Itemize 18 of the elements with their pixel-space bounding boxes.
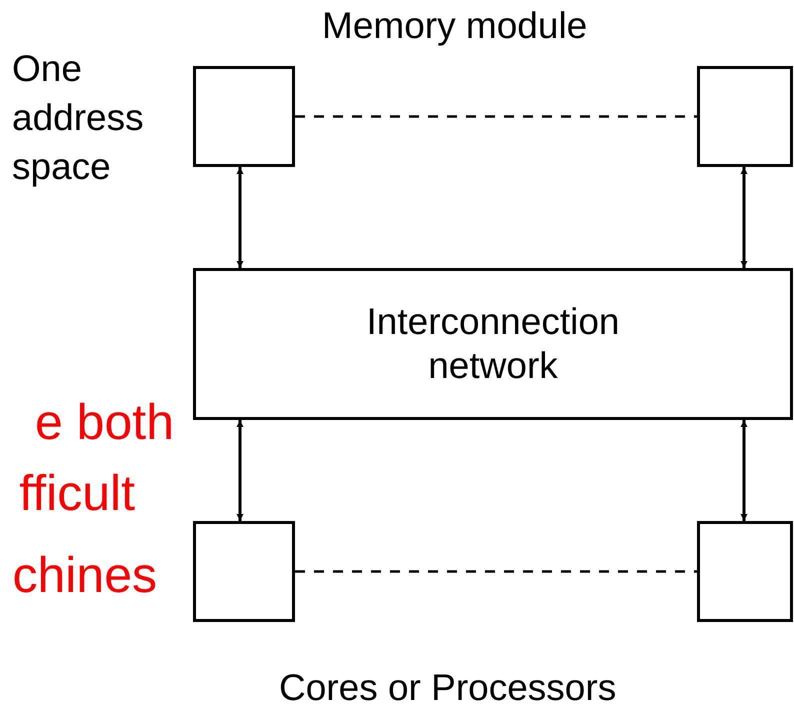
dashed-line — [295, 115, 697, 118]
cut-off-text: fficult — [18, 464, 135, 523]
box-label: Interconnection network — [365, 300, 620, 388]
double-arrow — [236, 420, 244, 521]
cut-off-text: chines — [11, 546, 157, 605]
network-box — [193, 268, 793, 420]
module-box — [193, 66, 295, 167]
dashed-line — [295, 570, 697, 573]
double-arrow — [740, 420, 748, 521]
cut-off-text: e both — [34, 393, 174, 452]
double-arrow — [236, 167, 244, 268]
module-box — [193, 521, 295, 622]
module-box — [697, 521, 793, 622]
double-arrow — [740, 167, 748, 268]
caption-text: Cores or Processors — [279, 666, 616, 707]
caption-text: One address space — [12, 47, 145, 189]
module-box — [697, 66, 793, 167]
caption-text: Memory module — [322, 4, 588, 48]
